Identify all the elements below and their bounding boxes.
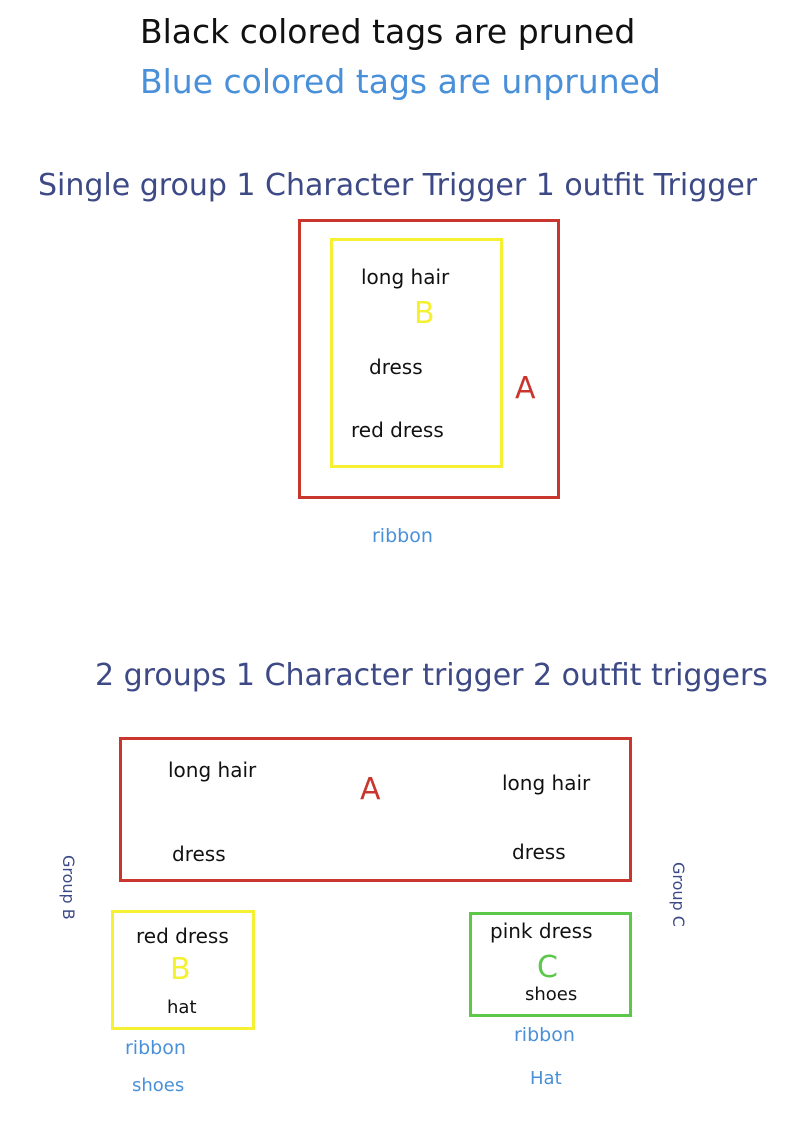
section2-a-right-long-hair: long hair — [502, 771, 591, 795]
section2-group-b-box — [111, 910, 255, 1030]
legend-unpruned: Blue colored tags are unpruned — [140, 62, 661, 101]
section1-unpruned-ribbon: ribbon — [372, 525, 433, 547]
section2-title: 2 groups 1 Character trigger 2 outfit tr… — [95, 658, 768, 693]
section2-b-unpruned-ribbon: ribbon — [125, 1037, 186, 1059]
section2-c-pink-dress: pink dress — [490, 919, 593, 943]
section2-a-right-dress: dress — [512, 840, 566, 864]
section1-tag-long-hair: long hair — [361, 265, 450, 289]
section2-b-red-dress: red dress — [136, 924, 229, 948]
section2-label-a: A — [360, 772, 381, 807]
section2-c-shoes: shoes — [525, 984, 578, 1005]
section2-label-c: C — [537, 950, 558, 985]
section1-group-a-box — [298, 219, 560, 499]
section2-b-hat: hat — [167, 997, 197, 1018]
section2-group-a-box — [119, 737, 632, 882]
group-c-label: Group C — [669, 862, 688, 927]
section1-label-a: A — [515, 371, 536, 406]
section2-c-unpruned-hat: Hat — [530, 1068, 562, 1089]
section2-c-unpruned-ribbon: ribbon — [514, 1024, 575, 1046]
section1-label-b: B — [414, 296, 435, 331]
section2-group-c-box — [469, 912, 632, 1017]
section1-tag-red-dress: red dress — [351, 418, 444, 442]
group-b-label: Group B — [59, 855, 78, 920]
section1-title: Single group 1 Character Trigger 1 outfi… — [38, 168, 758, 203]
section1-group-b-box — [330, 238, 503, 468]
legend-pruned: Black colored tags are pruned — [140, 12, 636, 51]
section2-a-left-dress: dress — [172, 842, 226, 866]
section2-b-unpruned-shoes: shoes — [132, 1075, 185, 1096]
section1-tag-dress: dress — [369, 355, 423, 379]
section2-a-left-long-hair: long hair — [168, 758, 257, 782]
section2-label-b: B — [170, 952, 191, 987]
